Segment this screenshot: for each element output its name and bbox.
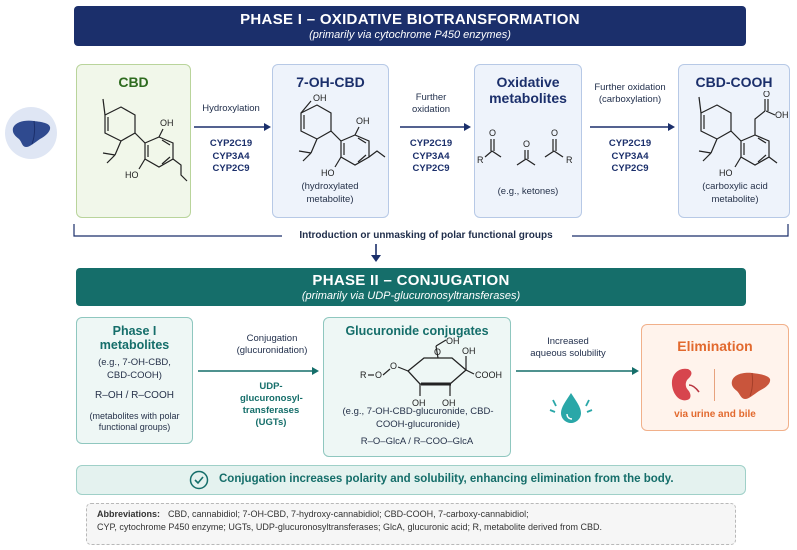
phase1-metabolites-note: (metabolites with polar functional group…	[89, 410, 180, 433]
cooh-oh-label: OH	[775, 110, 789, 120]
oxidative-caption: (e.g., ketones)	[497, 186, 559, 197]
enzyme-cyp2c9: CYP2C9	[212, 163, 250, 174]
carboxylation-arrow	[590, 123, 675, 131]
glucuronide-structure: R O O O OH OH COOH OH OH	[360, 336, 502, 408]
ketone-o2: O	[523, 139, 530, 149]
phase1-subtitle: (primarily via cytochrome P450 enzymes)	[309, 29, 511, 41]
glucuronide-title: Glucuronide conjugates	[345, 324, 489, 338]
carboxylation-enzymes: CYP2C19 CYP3A4 CYP2C9	[592, 138, 668, 176]
check-circle-icon	[189, 470, 209, 490]
glucuronide-box: Glucuronide conjugates R O O O OH OH COO…	[323, 317, 511, 457]
enzyme-cyp2c19-3: CYP2C19	[608, 138, 652, 149]
ketone-o3: O	[551, 128, 558, 138]
water-drop-icon	[549, 393, 593, 423]
cooh-ho-label: HO	[719, 168, 733, 178]
polar-groups-bracket	[73, 224, 789, 262]
cooh-caption: (carboxylic acid metabolite)	[702, 181, 768, 205]
further-oxidation-enzymes: CYP2C19 CYP3A4 CYP2C9	[398, 138, 464, 176]
enzyme-cyp3a4-3: CYP3A4	[611, 150, 649, 162]
enzyme-cyp2c19-2: CYP2C19	[409, 138, 453, 149]
enzyme-cyp3a4-2: CYP3A4	[412, 150, 450, 162]
elimination-title: Elimination	[677, 338, 753, 354]
abbreviations-line1: CBD, cannabidiol; 7-OH-CBD, 7-hydroxy-ca…	[168, 509, 529, 519]
ohcbd-oh1-label: OH	[313, 93, 327, 103]
phase2-banner: PHASE II – CONJUGATION (primarily via UD…	[76, 268, 746, 306]
gluc-cooh-label: COOH	[475, 370, 502, 380]
ketone-structures: O R O O R	[477, 128, 573, 166]
ohcbd-structure: OH OH HO	[298, 93, 386, 178]
phase1-title: PHASE I – OXIDATIVE BIOTRANSFORMATION	[240, 11, 580, 28]
ohcbd-ho-label: HO	[321, 168, 335, 178]
ohcbd-title: 7-OH-CBD	[296, 74, 365, 90]
enzyme-cyp2c9-2: CYP2C9	[412, 163, 450, 174]
further-oxidation-arrow	[400, 123, 471, 131]
cbd-box: CBD OH HO	[76, 64, 191, 218]
phase1-metabolites-formula: R–OH / R–COOH	[95, 390, 174, 401]
hydroxylation-enzymes: CYP2C19 CYP3A4 CYP2C9	[193, 138, 269, 176]
hydroxylation-arrow	[194, 123, 271, 131]
gluc-oh4-label: OH	[442, 398, 456, 408]
cooh-title: CBD-COOH	[695, 74, 773, 90]
conjugation-label: Conjugation (glucuronidation)	[236, 333, 308, 356]
abbreviations-label: Abbreviations:	[97, 509, 161, 519]
ketone-o1: O	[489, 128, 496, 138]
liver-icon	[4, 106, 58, 160]
cbd-structure: OH HO	[102, 98, 188, 182]
further-oxidation-label: Further oxidation	[411, 92, 451, 115]
cooh-o-label: O	[763, 91, 770, 99]
elimination-caption: via urine and bile	[674, 409, 756, 420]
liver-elim-icon	[731, 372, 771, 399]
oxidative-title: Oxidative metabolites	[489, 74, 567, 106]
ketone-r1: R	[477, 155, 484, 165]
gluc-r-label: R	[360, 370, 367, 380]
hydroxylation-label: Hydroxylation	[202, 103, 260, 114]
abbreviations-box: Abbreviations: CBD, cannabidiol; 7-OH-CBD…	[86, 503, 736, 545]
ohcbd-oh2-label: OH	[356, 116, 370, 126]
enzyme-cyp2c19: CYP2C19	[209, 138, 253, 149]
phase2-subtitle: (primarily via UDP-glucuronosyltransfera…	[301, 290, 521, 302]
summary-bar: Conjugation increases polarity and solub…	[76, 465, 746, 495]
conjugation-arrow	[198, 367, 319, 375]
ohcbd-box: 7-OH-CBD OH OH HO (hydroxylated metaboli…	[272, 64, 389, 218]
glucuronide-caption: (e.g., 7-OH-CBD-glucuronide, CBD-COOH-gl…	[342, 406, 494, 430]
abbreviations-line2: CYP, cytochrome P450 enzyme; UGTs, UDP-g…	[97, 522, 603, 532]
gluc-oh1-label: OH	[446, 336, 460, 346]
oxidative-box: Oxidative metabolites O R O O R (e.g., k…	[474, 64, 582, 218]
enzyme-cyp2c9-3: CYP2C9	[611, 163, 649, 174]
ohcbd-caption: (hydroxylated metabolite)	[301, 181, 359, 205]
gluc-o2-label: O	[390, 361, 397, 371]
gluc-oh3-label: OH	[412, 398, 426, 408]
cooh-box: CBD-COOH O OH HO (carboxylic acid metabo…	[678, 64, 790, 218]
phase2-title: PHASE II – CONJUGATION	[312, 272, 510, 289]
phase1-metabolites-title: Phase I metabolites	[99, 324, 170, 352]
enzyme-cyp3a4: CYP3A4	[212, 150, 250, 162]
kidney-icon	[671, 368, 700, 401]
cbd-oh-label: OH	[160, 118, 174, 128]
carboxylation-label: Further oxidation (carboxylation)	[594, 82, 666, 105]
glucuronide-formula: R–O–GlcA / R–COO–GlcA	[360, 436, 474, 447]
cbd-title: CBD	[118, 74, 149, 90]
elimination-divider	[714, 369, 715, 401]
phase1-metabolites-box: Phase I metabolites (e.g., 7-OH-CBD, CBD…	[76, 317, 193, 444]
phase1-banner: PHASE I – OXIDATIVE BIOTRANSFORMATION (p…	[74, 6, 746, 46]
ketone-r2: R	[566, 155, 573, 165]
summary-text: Conjugation increases polarity and solub…	[219, 473, 674, 485]
cbd-ho-label: HO	[125, 170, 139, 180]
ugt-label: UDP-glucuronosyl-transferases (UGTs)	[240, 381, 303, 428]
gluc-o1-label: O	[375, 370, 382, 380]
polar-groups-label: Introduction or unmasking of polar funct…	[299, 230, 553, 241]
gluc-oh2-label: OH	[462, 346, 476, 356]
solubility-arrow	[516, 367, 639, 375]
solubility-label: Increased aqueous solubility	[530, 336, 606, 359]
phase1-metabolites-examples: (e.g., 7-OH-CBD, CBD-COOH)	[98, 357, 171, 381]
cooh-structure: O OH HO	[698, 91, 789, 178]
elimination-box: Elimination via urine and bile	[641, 324, 789, 431]
